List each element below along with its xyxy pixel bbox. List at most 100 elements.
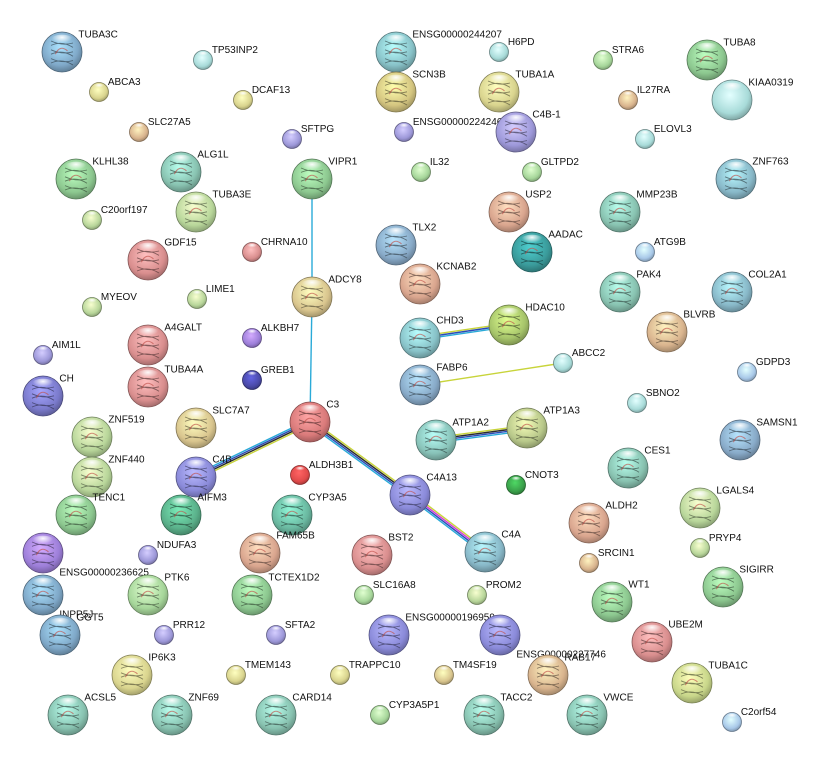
node-aifm3[interactable]: AIFM3 (160, 493, 227, 536)
edge-c3-c4b[interactable] (194, 419, 312, 480)
edge-fabp6-abcc2[interactable] (419, 362, 564, 386)
node-slc27a5[interactable]: SLC27A5 (129, 117, 192, 142)
node-lgals4[interactable]: LGALS4 (679, 486, 755, 529)
node-tuba3c[interactable]: TUBA3C (41, 30, 118, 73)
node-ch[interactable]: CH (22, 374, 74, 417)
node-elovl3[interactable]: ELOVL3 (635, 124, 693, 149)
node-sigirr[interactable]: SIGIRR (702, 565, 774, 608)
node-slc7a7[interactable]: SLC7A7 (175, 406, 250, 449)
node-srcin1[interactable]: SRCIN1 (579, 548, 635, 573)
node-tuba4a[interactable]: TUBA4A (127, 365, 204, 408)
node-chd3[interactable]: CHD3 (399, 316, 464, 359)
node-fam65b[interactable]: FAM65B (239, 531, 315, 574)
node-sftpg[interactable]: SFTPG (282, 124, 335, 149)
node-ube2m[interactable]: UBE2M (631, 620, 703, 663)
node-c2orf54[interactable]: C2orf54 (722, 707, 777, 732)
node-scn3b[interactable]: SCN3B (375, 70, 446, 113)
node-usp2[interactable]: USP2 (488, 190, 552, 233)
node-tuba3e[interactable]: TUBA3E (175, 190, 252, 233)
node-tuba1a[interactable]: TUBA1A (478, 70, 555, 113)
node-alkbh7[interactable]: ALKBH7 (242, 323, 300, 348)
node-vipr1[interactable]: VIPR1 (291, 157, 358, 200)
node-abcc2[interactable]: ABCC2 (553, 348, 606, 373)
node-znf69[interactable]: ZNF69 (151, 693, 219, 736)
node-adcy8[interactable]: ADCY8 (291, 275, 362, 318)
node-sbno2[interactable]: SBNO2 (627, 388, 681, 413)
node-inpp5j[interactable]: INPP5J (22, 574, 93, 620)
node-tmem143[interactable]: TMEM143 (226, 660, 292, 685)
node-pak4[interactable]: PAK4 (599, 270, 662, 313)
node-aim1l[interactable]: AIM1L (33, 340, 82, 365)
node-a4galt[interactable]: A4GALT (127, 323, 202, 366)
node-klhl38[interactable]: KLHL38 (55, 157, 129, 200)
node-rab17[interactable]: RAB17 (527, 653, 597, 696)
node-dcaf13[interactable]: DCAF13 (233, 85, 291, 110)
node-h6pd[interactable]: H6PD (489, 37, 535, 62)
node-ensg00000244207[interactable]: ENSG00000244207 (375, 30, 502, 73)
node-lime1[interactable]: LIME1 (187, 284, 236, 309)
node-aldh2[interactable]: ALDH2 (568, 501, 638, 544)
node-alg1l[interactable]: ALG1L (160, 150, 229, 193)
node-blvrb[interactable]: BLVRB (646, 310, 716, 353)
node-ces1[interactable]: CES1 (607, 446, 671, 489)
node-tacc2[interactable]: TACC2 (463, 693, 533, 736)
node-c4b[interactable]: C4B (175, 455, 232, 498)
node-tuba8[interactable]: TUBA8 (686, 38, 756, 81)
node-tm4sf19[interactable]: TM4SF19 (434, 660, 498, 685)
node-ensg00000224246[interactable]: ENSG00000224246 (394, 117, 503, 142)
node-mmp23b[interactable]: MMP23B (599, 190, 678, 233)
node-gltpd2[interactable]: GLTPD2 (522, 157, 580, 182)
node-gdpd3[interactable]: GDPD3 (737, 357, 791, 382)
node-samsn1[interactable]: SAMSN1 (719, 418, 798, 461)
node-trappc10[interactable]: TRAPPC10 (330, 660, 401, 685)
node-ensg00000236625[interactable]: ENSG00000236625 (22, 532, 149, 578)
node-ensg00000196959[interactable]: ENSG00000196959 (368, 613, 495, 656)
node-c20orf197[interactable]: C20orf197 (82, 205, 148, 230)
node-pryp4[interactable]: PRYP4 (690, 533, 742, 558)
node-il32[interactable]: IL32 (411, 157, 450, 182)
node-prr12[interactable]: PRR12 (154, 620, 206, 645)
node-gdf15[interactable]: GDF15 (127, 238, 197, 281)
node-abca3[interactable]: ABCA3 (89, 77, 142, 102)
node-wt1[interactable]: WT1 (591, 580, 650, 623)
node-cnot3[interactable]: CNOT3 (506, 470, 560, 495)
node-myeov[interactable]: MYEOV (82, 292, 138, 317)
node-ensg00000227746[interactable]: ENSG00000227746 (479, 614, 606, 660)
node-prom2[interactable]: PROM2 (467, 580, 522, 605)
node-ndufa3[interactable]: NDUFA3 (138, 540, 197, 565)
node-ip6k3[interactable]: IP6K3 (111, 653, 176, 696)
node-kcnab2[interactable]: KCNAB2 (399, 262, 477, 305)
node-znf440[interactable]: ZNF440 (71, 455, 145, 498)
node-tuba1c[interactable]: TUBA1C (671, 661, 748, 704)
node-kiaa0319[interactable]: KIAA0319 (711, 78, 794, 121)
node-atg9b[interactable]: ATG9B (635, 237, 687, 262)
node-znf519[interactable]: ZNF519 (71, 415, 145, 458)
node-atp1a3[interactable]: ATP1A3 (506, 406, 580, 449)
node-aldh3b1[interactable]: ALDH3B1 (290, 460, 354, 485)
node-cyp3a5p1[interactable]: CYP3A5P1 (370, 700, 440, 725)
node-bst2[interactable]: BST2 (351, 533, 414, 576)
node-c4a[interactable]: C4A (464, 530, 521, 573)
node-acsl5[interactable]: ACSL5 (47, 693, 117, 736)
node-c3[interactable]: C3 (289, 400, 340, 443)
node-hdac10[interactable]: HDAC10 (488, 303, 565, 346)
node-c4a13[interactable]: C4A13 (389, 473, 457, 516)
node-c4b-1[interactable]: C4B-1 (495, 110, 561, 153)
node-fabp6[interactable]: FABP6 (399, 363, 468, 406)
node-tctex1d2[interactable]: TCTEX1D2 (231, 573, 320, 616)
node-tlx2[interactable]: TLX2 (375, 223, 437, 266)
edge-c3-c4a13[interactable] (308, 419, 412, 498)
node-aadac[interactable]: AADAC (511, 230, 583, 273)
node-tenc1[interactable]: TENC1 (55, 493, 126, 536)
node-greb1[interactable]: GREB1 (242, 365, 296, 390)
node-card14[interactable]: CARD14 (255, 693, 332, 736)
node-slc16a8[interactable]: SLC16A8 (354, 580, 417, 605)
node-ptk6[interactable]: PTK6 (127, 573, 190, 616)
node-znf763[interactable]: ZNF763 (715, 157, 789, 200)
node-col2a1[interactable]: COL2A1 (711, 270, 787, 313)
node-sfta2[interactable]: SFTA2 (266, 620, 316, 645)
node-atp1a2[interactable]: ATP1A2 (415, 418, 489, 461)
node-tp53inp2[interactable]: TP53INP2 (193, 45, 259, 70)
edge-adcy8-c3[interactable] (309, 296, 313, 423)
node-il27ra[interactable]: IL27RA (618, 85, 671, 110)
